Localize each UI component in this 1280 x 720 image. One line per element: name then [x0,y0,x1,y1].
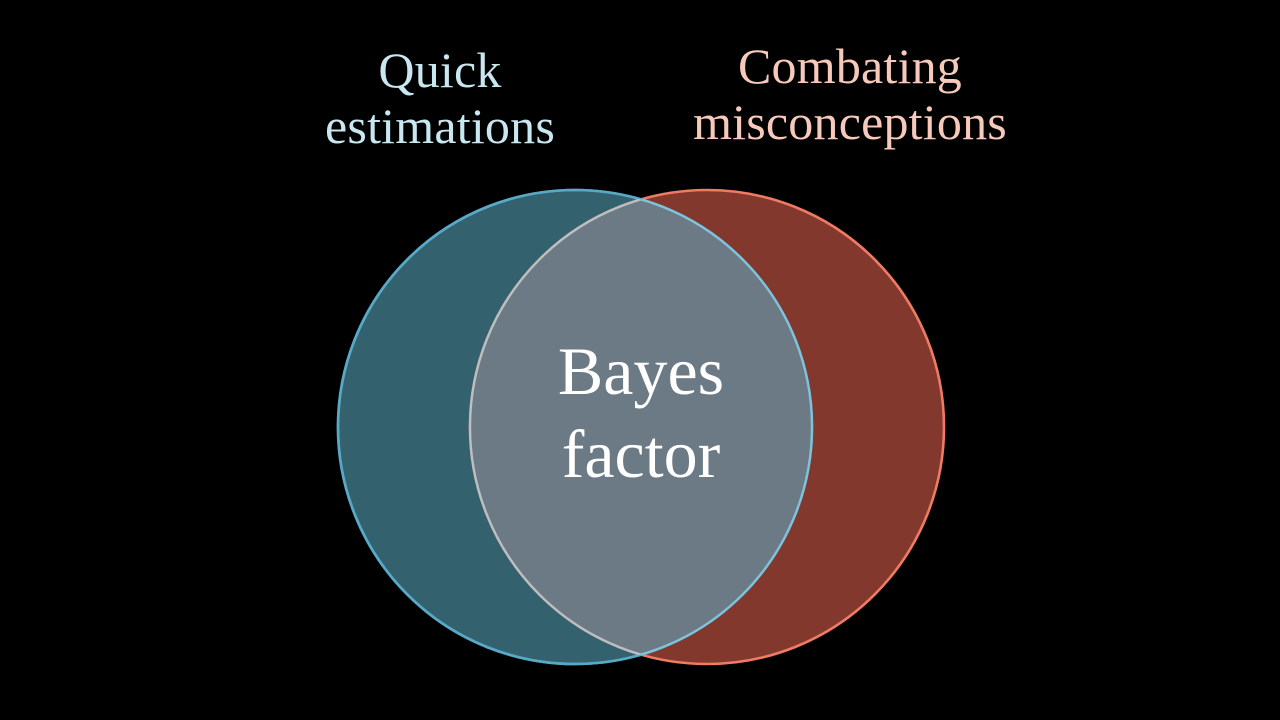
venn-intersection-edge [470,190,814,664]
venn-intersection-region[interactable] [468,190,944,664]
venn-label-right: Combating misconceptions [693,38,1007,150]
venn-intersection-label: Bayes factor [557,333,725,492]
venn-intersection-fill [468,190,812,664]
venn-label-left: Quick estimations [325,42,555,154]
venn-intersection-stroke [470,190,814,664]
